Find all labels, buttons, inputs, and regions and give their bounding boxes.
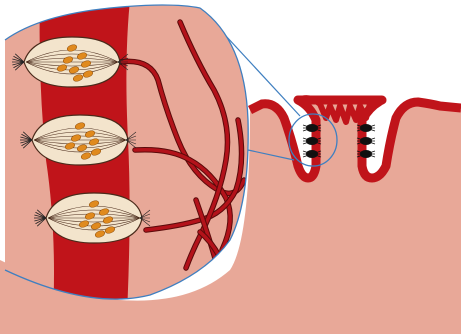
taste-papilla-diagram [0,0,461,334]
diagram-canvas [0,0,461,334]
